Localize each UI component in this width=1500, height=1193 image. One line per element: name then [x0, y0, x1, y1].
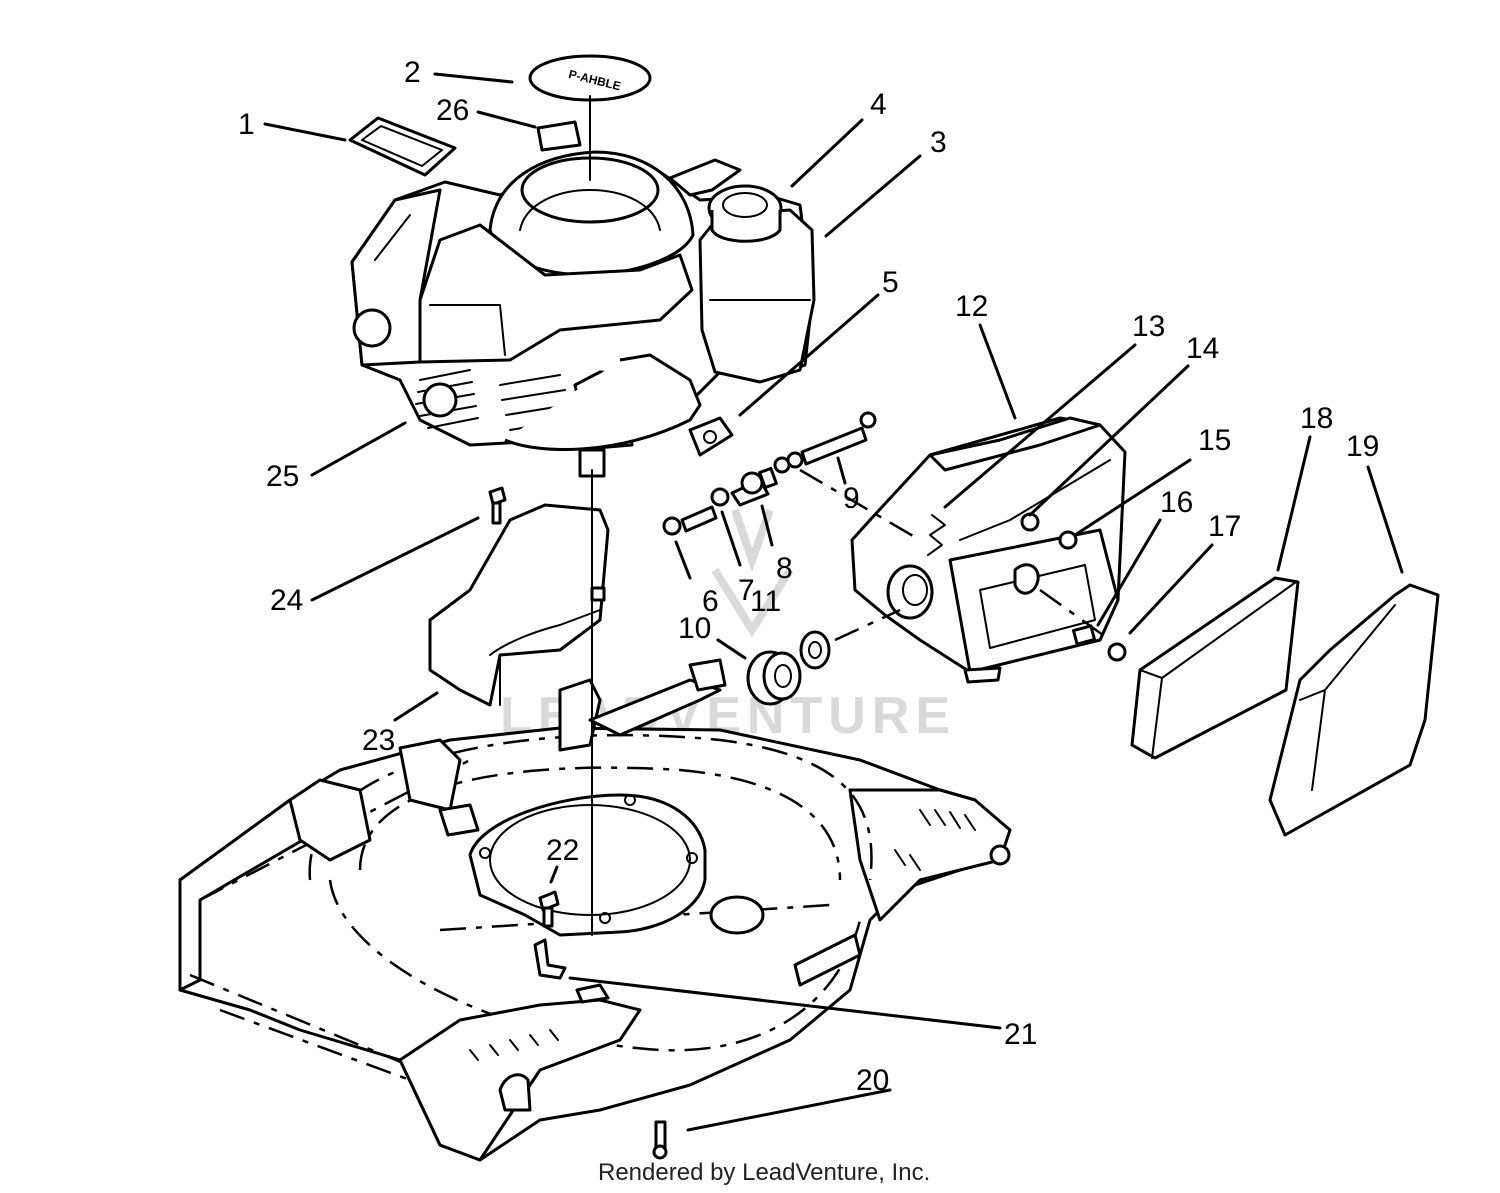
callout-3: 3	[930, 126, 947, 159]
callout-11: 11	[750, 585, 781, 618]
callout-17: 17	[1208, 510, 1241, 543]
air-cleaner-alignment-line	[799, 468, 921, 542]
callout-21: 21	[1004, 1018, 1037, 1051]
callout-20: 20	[856, 1064, 889, 1097]
decal-part-1	[348, 116, 457, 177]
callout-25: 25	[266, 460, 299, 493]
callout-23: 23	[362, 724, 395, 757]
washer-part-11	[799, 630, 831, 670]
part-callouts: 1 2 3 4 5 6 7 8 9 10 11 12 13 14 15 16 1…	[238, 56, 1379, 1097]
callout-12: 12	[955, 290, 988, 323]
callout-15: 15	[1198, 424, 1231, 457]
spacer-part-16	[1071, 624, 1097, 646]
callout-14: 14	[1186, 332, 1219, 365]
bolt-part-22	[538, 890, 560, 928]
leader-lines	[263, 72, 1404, 1132]
baffle-part-23	[428, 503, 610, 707]
studs-and-spacers	[662, 411, 877, 536]
nut-part-17	[1107, 642, 1127, 662]
engine-illustration	[350, 150, 816, 478]
callout-4: 4	[870, 88, 887, 121]
clip-part-21	[533, 938, 567, 980]
callout-24: 24	[270, 584, 303, 617]
callout-9: 9	[843, 482, 860, 515]
callout-5: 5	[882, 266, 899, 299]
callout-13: 13	[1132, 310, 1165, 343]
callout-22: 22	[546, 834, 579, 867]
callout-7: 7	[738, 574, 755, 607]
label-part-2: P-AHBLE	[528, 54, 652, 102]
grommet-part-10	[746, 650, 802, 706]
nut-alignment-line	[1039, 588, 1111, 642]
render-credit: Rendered by LeadVenture, Inc.	[598, 1159, 930, 1186]
callout-18: 18	[1300, 402, 1333, 435]
mower-deck	[178, 658, 1012, 1162]
label-part-26	[536, 120, 582, 152]
callout-16: 16	[1160, 486, 1193, 519]
callout-1: 1	[238, 108, 255, 141]
gasket-part-5	[688, 416, 734, 457]
filter-element-part-18	[1130, 576, 1300, 760]
bolt-part-24	[488, 486, 507, 525]
air-cleaner-cover-part-19	[1268, 583, 1440, 837]
callout-6: 6	[702, 585, 719, 618]
washer-alignment-line	[834, 608, 901, 642]
callout-10: 10	[678, 612, 711, 645]
callout-8: 8	[776, 552, 793, 585]
callout-2: 2	[404, 56, 421, 89]
bolt-part-20	[652, 1120, 668, 1160]
callout-19: 19	[1346, 430, 1379, 463]
callout-26: 26	[436, 94, 469, 127]
